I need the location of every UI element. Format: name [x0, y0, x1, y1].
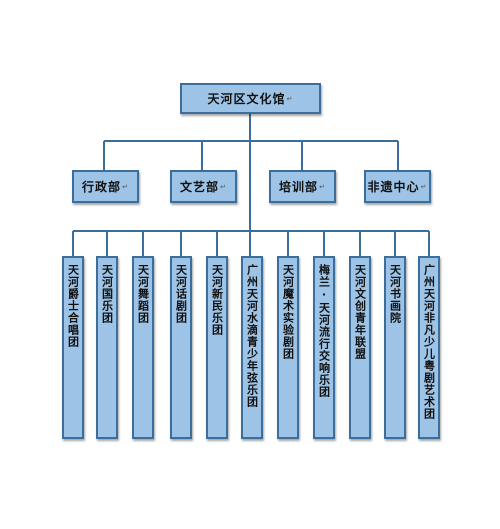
dept-node-arts: 文艺部↵ — [170, 170, 237, 203]
group-label: 梅兰·天河流行交响乐团 — [317, 264, 331, 398]
dept-node-training: 培训部↵ — [269, 170, 336, 203]
group-node: 天河爵士合唱团 — [62, 256, 84, 439]
group-label: 广州天河水滴青少年弦乐团 — [245, 264, 259, 408]
dept-node-admin: 行政部↵ — [72, 170, 139, 203]
group-label: 天河话剧团 — [174, 264, 188, 324]
group-label: 天河书画院 — [388, 264, 402, 324]
group-node: 天河国乐团 — [96, 256, 118, 439]
group-node: 梅兰·天河流行交响乐团 — [313, 256, 335, 439]
root-node: 天河区文化馆↵ — [180, 83, 321, 114]
group-label: 天河魔术实验剧团 — [281, 264, 295, 360]
group-label: 天河爵士合唱团 — [66, 264, 80, 348]
group-node: 天河舞蹈团 — [132, 256, 154, 439]
dept-node-heritage: 非遗中心↵ — [364, 170, 431, 203]
group-node: 天河书画院 — [384, 256, 406, 439]
group-node: 天河文创青年联盟 — [349, 256, 371, 439]
dept-label: 文艺部 — [180, 180, 220, 194]
group-node: 天河新民乐团 — [206, 256, 228, 439]
group-label: 天河文创青年联盟 — [353, 264, 367, 360]
group-label: 天河舞蹈团 — [136, 264, 150, 324]
group-label: 天河新民乐团 — [210, 264, 224, 336]
group-label: 天河国乐团 — [100, 264, 114, 324]
group-node: 天河魔术实验剧团 — [277, 256, 299, 439]
group-node: 天河话剧团 — [170, 256, 192, 439]
group-node: 广州天河水滴青少年弦乐团 — [241, 256, 263, 439]
root-label: 天河区文化馆 — [207, 92, 286, 106]
dept-label: 培训部 — [279, 180, 319, 194]
dept-label: 非遗中心 — [367, 180, 420, 194]
group-label: 广州天河非凡少儿粤剧艺术团 — [422, 264, 436, 420]
dept-label: 行政部 — [82, 180, 122, 194]
group-node: 广州天河非凡少儿粤剧艺术团 — [418, 256, 440, 439]
